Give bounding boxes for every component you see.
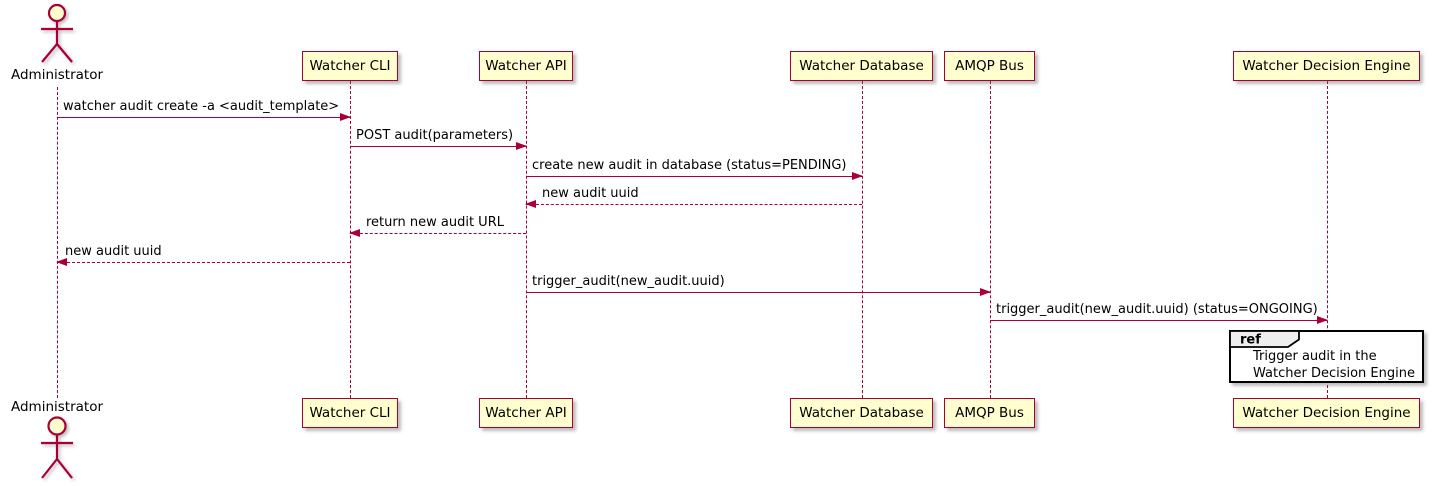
lifeline-amqp-bus: [990, 81, 991, 398]
participant-amqp-bus-bottom: AMQP Bus: [944, 398, 1035, 428]
administrator-label-bottom: Administrator: [10, 399, 104, 415]
message-label: new audit uuid: [542, 186, 639, 201]
ref-text-line1: Trigger audit in the: [1253, 349, 1377, 364]
participant-amqp-bus-top: AMQP Bus: [944, 51, 1035, 81]
message-new-audit-uuid-admin: new audit uuid: [56, 244, 350, 266]
message-post-audit: POST audit(parameters): [350, 128, 527, 150]
participant-watcher-database-bottom: Watcher Database: [790, 398, 933, 428]
participant-watcher-decision-engine-bottom: Watcher Decision Engine: [1233, 398, 1420, 428]
message-trigger-audit: trigger_audit(new_audit.uuid): [526, 274, 991, 296]
participant-watcher-database-top: Watcher Database: [790, 51, 933, 81]
message-label: watcher audit create -a <audit_template>: [63, 99, 340, 114]
administrator-actor-icon: [41, 3, 73, 63]
ref-text-line2: Watcher Decision Engine: [1253, 366, 1415, 381]
lifeline-watcher-decision-engine: [1327, 81, 1328, 398]
message-trigger-audit-ongoing: trigger_audit(new_audit.uuid) (status=ON…: [990, 302, 1328, 324]
participant-watcher-cli-top: Watcher CLI: [302, 51, 398, 81]
ref-fragment: ref Trigger audit in the Watcher Decisio…: [1229, 330, 1424, 383]
participant-watcher-api-top: Watcher API: [479, 51, 573, 81]
arrowhead-left-icon: [525, 199, 536, 208]
message-label: create new audit in database (status=PEN…: [532, 158, 847, 173]
participant-watcher-api-bottom: Watcher API: [479, 398, 573, 428]
arrowhead-right-icon: [852, 171, 863, 180]
message-label: trigger_audit(new_audit.uuid): [532, 274, 725, 289]
message-label: POST audit(parameters): [356, 128, 514, 143]
arrowhead-right-icon: [516, 141, 527, 150]
message-audit-create: watcher audit create -a <audit_template>: [57, 99, 351, 121]
arrowhead-right-icon: [340, 112, 351, 121]
message-label: return new audit URL: [366, 215, 504, 230]
participant-watcher-cli-bottom: Watcher CLI: [302, 398, 398, 428]
administrator-label-top: Administrator: [10, 67, 104, 83]
arrowhead-right-icon: [980, 287, 991, 296]
lifeline-watcher-database: [862, 81, 863, 398]
message-return-audit-url: return new audit URL: [349, 215, 526, 237]
message-label: new audit uuid: [65, 244, 162, 259]
ref-tab-icon: ref: [1229, 330, 1300, 348]
lifeline-watcher-api: [526, 81, 527, 398]
arrowhead-right-icon: [1317, 315, 1328, 324]
lifeline-watcher-cli: [350, 81, 351, 398]
arrowhead-left-icon: [56, 257, 67, 266]
message-label: trigger_audit(new_audit.uuid) (status=ON…: [996, 302, 1318, 317]
administrator-actor-icon: [41, 416, 73, 479]
ref-keyword: ref: [1240, 333, 1261, 348]
participant-watcher-decision-engine-top: Watcher Decision Engine: [1233, 51, 1420, 81]
arrowhead-left-icon: [349, 228, 360, 237]
lifeline-administrator: [57, 87, 58, 398]
message-create-audit-db: create new audit in database (status=PEN…: [526, 158, 863, 180]
message-new-audit-uuid-db: new audit uuid: [525, 186, 862, 208]
